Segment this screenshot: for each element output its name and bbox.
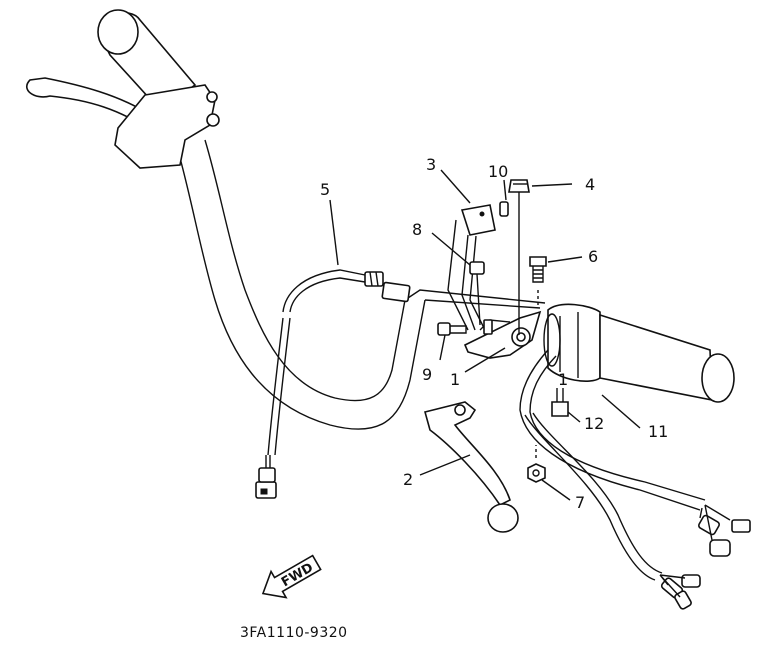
fitting-8 xyxy=(469,261,493,335)
callout-9: 9 xyxy=(422,365,432,384)
callout-1b: 1 xyxy=(558,370,568,389)
bolt-4 xyxy=(508,179,530,335)
left-lever-assembly xyxy=(26,77,220,169)
callout-4: 4 xyxy=(585,175,595,194)
left-grip xyxy=(97,9,197,112)
callout-2: 2 xyxy=(403,470,413,489)
callout-6: 6 xyxy=(588,247,598,266)
callout-10: 10 xyxy=(488,162,508,181)
callout-1a: 1 xyxy=(450,370,460,389)
callout-12: 12 xyxy=(584,414,604,433)
brake-lever xyxy=(424,401,519,533)
wire-harness xyxy=(519,349,751,610)
cable-5 xyxy=(255,269,411,499)
callout-11: 11 xyxy=(648,422,668,441)
part-number: 3FA1110-9320 xyxy=(240,625,348,641)
screw-12 xyxy=(551,388,569,417)
bolt-9 xyxy=(437,322,467,336)
handlebar xyxy=(174,139,546,430)
callout-8: 8 xyxy=(412,220,422,239)
bolt-6 xyxy=(529,256,547,305)
nut-7 xyxy=(527,445,546,483)
callouts: 1 2 3 4 5 6 7 8 9 10 11 12 1 xyxy=(320,155,668,512)
fwd-arrow: FWD xyxy=(261,554,322,599)
right-switch-housing xyxy=(543,303,735,403)
callout-3: 3 xyxy=(426,155,436,174)
lever-holder xyxy=(463,310,542,359)
callout-7: 7 xyxy=(575,493,585,512)
callout-5: 5 xyxy=(320,180,330,199)
leader-lines xyxy=(329,169,641,501)
